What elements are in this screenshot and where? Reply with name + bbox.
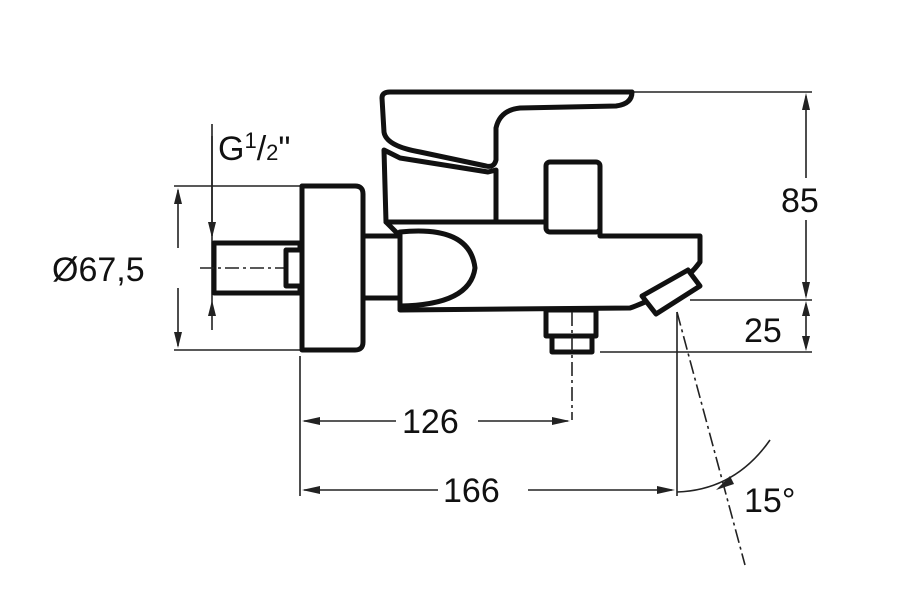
dimension-length-126: 126 [302,403,570,441]
thread-frac-den: 2 [266,140,278,165]
spout-aerator [639,267,703,317]
shower-outlet [543,307,599,339]
dimension-height-25: 25 [744,301,810,351]
wall-flange [299,183,366,353]
diameter-label: Ø67,5 [52,251,145,289]
height-25-label: 25 [744,312,782,350]
dimension-length-166: 166 [302,472,675,510]
extension-lines [174,91,812,496]
thread-letter: G [218,130,244,168]
angle-label: 15° [744,482,795,520]
dimension-diameter: Ø67,5 [52,188,201,348]
thread-frac-slash: / [257,130,267,168]
dimension-height-85: 85 [780,93,832,299]
thread-suffix: " [278,130,290,168]
dimension-angle: 15° [676,311,795,566]
body-cap [397,228,478,309]
faucet-body [200,89,703,420]
thread-label: G1/2" [208,128,290,316]
cartridge-housing [381,147,499,225]
length-126-label: 126 [402,403,459,441]
svg-text:G1/2": G1/2" [218,128,290,168]
thread-frac-num: 1 [244,128,256,153]
length-166-label: 166 [443,472,500,510]
diverter-knob [543,159,603,235]
height-85-label: 85 [781,182,819,220]
lever-handle [379,89,635,169]
